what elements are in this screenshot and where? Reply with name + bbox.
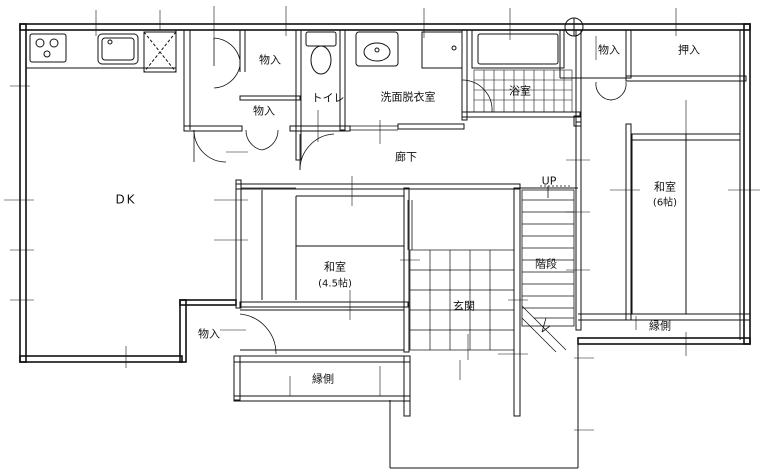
room-label-closet-right: 押入 <box>678 43 700 57</box>
room-label-dk: DK <box>115 192 137 207</box>
room-label-veranda-right: 縁側 <box>649 319 671 333</box>
entrance-tiles <box>409 249 515 351</box>
room-size-japanese-6: (6帖) <box>652 197 678 209</box>
room-label-corridor: 廊下 <box>395 150 417 164</box>
tatami-6 <box>631 133 741 315</box>
room-label-up: UP <box>541 174 557 188</box>
room-label-veranda-bottom: 縁側 <box>312 372 334 386</box>
veranda-right-structure <box>578 30 750 340</box>
washing-machine <box>421 31 463 69</box>
room-label-storage-bottom: 物入 <box>198 327 220 341</box>
toilet-fixture <box>305 31 337 75</box>
room-label-storage-mid: 物入 <box>253 104 275 118</box>
room-label-storage-kitchen-top: 物入 <box>259 53 281 67</box>
room-label-bath: 浴室 <box>509 84 531 98</box>
room-label-toilet: トイレ <box>311 91 345 105</box>
room-size-japanese-45: (4.5帖) <box>318 278 352 290</box>
sliding-doors <box>241 125 413 250</box>
room-label-japanese-6: 和室 <box>654 180 676 194</box>
up-arrow <box>540 185 570 198</box>
dimension-ticks <box>4 6 760 431</box>
stairs-steps <box>521 189 575 353</box>
doors <box>193 37 627 355</box>
room-label-japanese-45: 和室 <box>324 260 346 274</box>
interior-walls <box>183 29 747 469</box>
column-marker <box>564 17 584 37</box>
room-label-entrance: 玄関 <box>453 299 475 313</box>
bathtub <box>471 29 565 69</box>
kitchen-counter <box>25 29 177 73</box>
room-label-stairs: 階段 <box>535 257 557 271</box>
room-label-washroom: 洗面脱衣室 <box>380 90 436 104</box>
room-label-storage-right-top: 物入 <box>598 43 620 57</box>
washbasin <box>355 31 399 67</box>
